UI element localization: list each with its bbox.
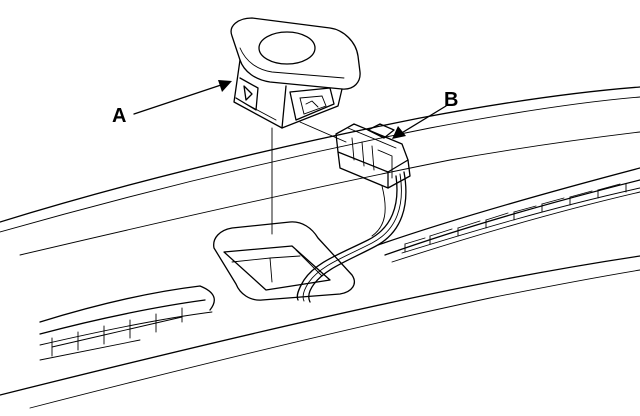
panel-opening [213, 221, 355, 301]
callout-b-arrowhead [392, 126, 406, 139]
connector-b [296, 123, 411, 303]
callout-a: A [112, 80, 232, 127]
alignment-lines [271, 121, 347, 235]
callout-b: B [392, 89, 458, 139]
callout-b-label: B [444, 89, 458, 111]
callout-a-label: A [112, 105, 126, 127]
callout-a-arrowhead [218, 80, 232, 92]
switch-a [230, 17, 361, 129]
trim-panel [0, 86, 640, 409]
